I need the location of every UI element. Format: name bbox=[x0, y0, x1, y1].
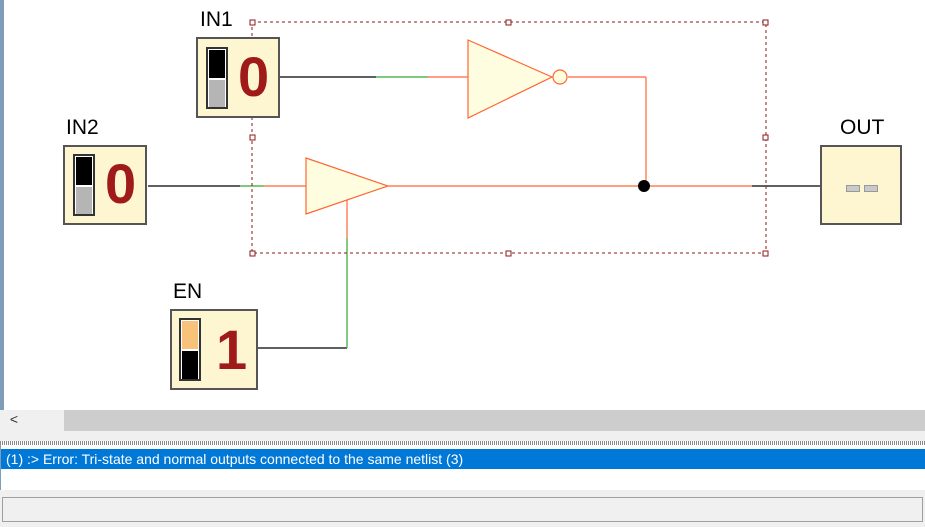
in2-switch-toggle[interactable] bbox=[73, 154, 95, 216]
selection-handle bbox=[762, 134, 769, 141]
horizontal-scrollbar[interactable]: < bbox=[0, 410, 925, 431]
left-border bbox=[0, 0, 4, 444]
status-bar bbox=[2, 497, 923, 522]
selection-handle bbox=[249, 19, 256, 26]
schematic-canvas[interactable]: IN1 0 IN2 0 EN 1 OUT bbox=[0, 0, 925, 410]
message-pane[interactable]: (1) :> Error: Tri-state and normal outpu… bbox=[0, 445, 925, 490]
not-gate[interactable] bbox=[467, 39, 568, 119]
en-value: 1 bbox=[216, 318, 248, 381]
tristate-buffer[interactable] bbox=[305, 157, 390, 215]
wires bbox=[148, 76, 820, 349]
in1-label: IN1 bbox=[200, 8, 233, 31]
in1-switch[interactable]: 0 bbox=[196, 37, 280, 118]
out-display-segment bbox=[846, 185, 860, 192]
selection-box[interactable] bbox=[249, 19, 769, 257]
in2-switch[interactable]: 0 bbox=[63, 145, 147, 225]
selection-handle bbox=[249, 250, 256, 257]
junction-dot bbox=[638, 180, 650, 192]
schematic-svg[interactable] bbox=[0, 0, 925, 410]
out-label: OUT bbox=[840, 116, 885, 139]
selection-handle bbox=[505, 19, 512, 26]
selection-handle bbox=[249, 134, 256, 141]
splitter-grip[interactable] bbox=[0, 441, 925, 445]
in1-switch-toggle[interactable] bbox=[206, 47, 228, 109]
en-switch[interactable]: 1 bbox=[170, 309, 258, 390]
in2-value: 0 bbox=[105, 152, 137, 215]
selection-handle bbox=[762, 19, 769, 26]
scroll-thumb[interactable] bbox=[64, 410, 925, 431]
scroll-left-arrow[interactable]: < bbox=[0, 410, 28, 431]
not-gate-bubble bbox=[552, 69, 568, 85]
in1-value: 0 bbox=[238, 45, 270, 108]
selection-handle bbox=[762, 250, 769, 257]
out-display[interactable] bbox=[820, 145, 902, 225]
en-switch-toggle[interactable] bbox=[179, 318, 201, 381]
in2-label: IN2 bbox=[66, 116, 99, 139]
en-label: EN bbox=[173, 280, 203, 303]
selection-handle bbox=[505, 250, 512, 257]
out-display-segment bbox=[864, 185, 878, 192]
status-area bbox=[0, 490, 925, 527]
error-message-line[interactable]: (1) :> Error: Tri-state and normal outpu… bbox=[1, 449, 925, 469]
